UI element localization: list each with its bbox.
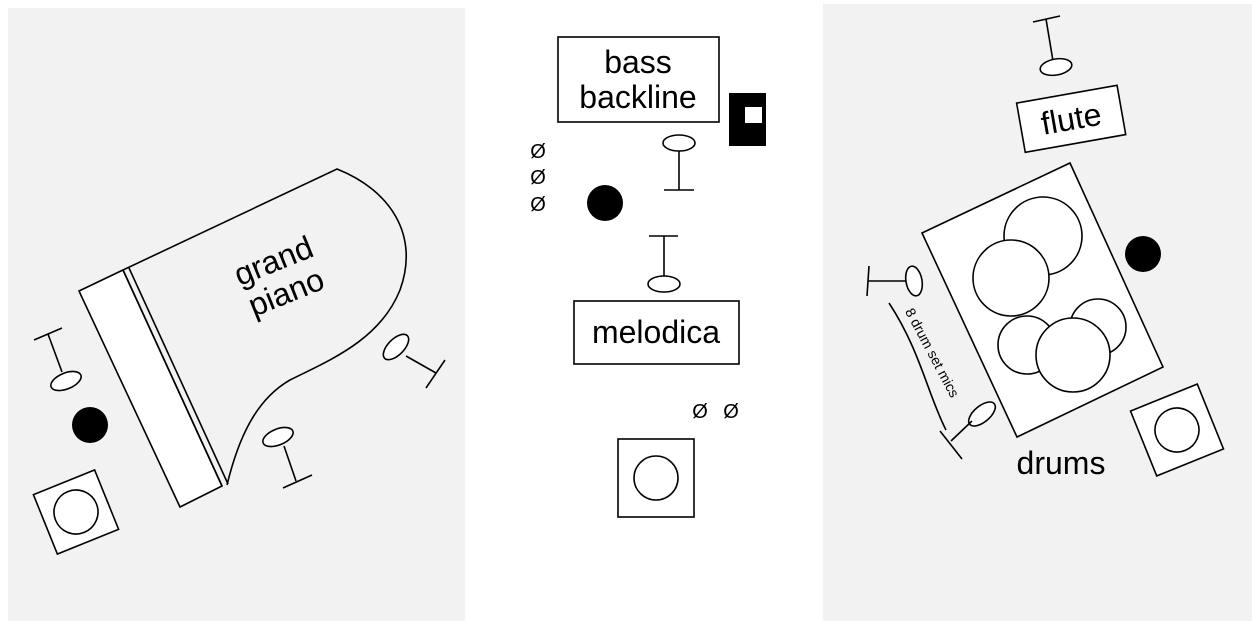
flute-box: flute: [1015, 84, 1127, 154]
bass-amp-icon: [729, 93, 766, 146]
power-drop-right: [1125, 236, 1161, 272]
mic-stand-left: [33, 327, 82, 392]
melodica-label: melodica: [592, 314, 720, 350]
di-boxes-right: Ø Ø: [692, 401, 739, 423]
mic-stand-piano-bottom: [262, 426, 313, 489]
di-symbol: Ø: [723, 401, 739, 423]
bass-label-1: bass: [604, 44, 672, 80]
power-drop-center: [587, 185, 623, 221]
mic-stand-flute: [1032, 15, 1073, 77]
di-symbol: Ø: [530, 194, 546, 216]
monitor-right: [1129, 383, 1225, 477]
mic-stand-bass: [662, 134, 696, 191]
bass-label-2: backline: [579, 79, 696, 115]
mic-stand-piano-right: [382, 333, 446, 389]
di-boxes-left: Ø Ø Ø: [530, 141, 546, 216]
piano-edge: [122, 269, 223, 487]
power-drop-left: [72, 407, 108, 443]
drum: [972, 239, 1050, 317]
mic-stand-drums-top: [866, 265, 924, 297]
di-symbol: Ø: [530, 141, 546, 163]
di-symbol: Ø: [692, 401, 708, 423]
piano-edge-inner: [128, 267, 229, 485]
piano-body: [122, 168, 408, 486]
di-symbol: Ø: [530, 167, 546, 189]
drums-label: drums: [1017, 445, 1106, 481]
melodica-box: melodica: [573, 300, 740, 365]
mic-stand-melodica: [647, 235, 681, 293]
drum: [1035, 317, 1111, 393]
drum-kit: [920, 161, 1165, 439]
monitor-left: [32, 468, 120, 556]
mic-stand-drums-bottom: [939, 401, 997, 460]
drum-mics-arc: [888, 302, 947, 431]
monitor-center: [617, 438, 695, 518]
bass-backline-box: bass backline: [557, 36, 720, 123]
